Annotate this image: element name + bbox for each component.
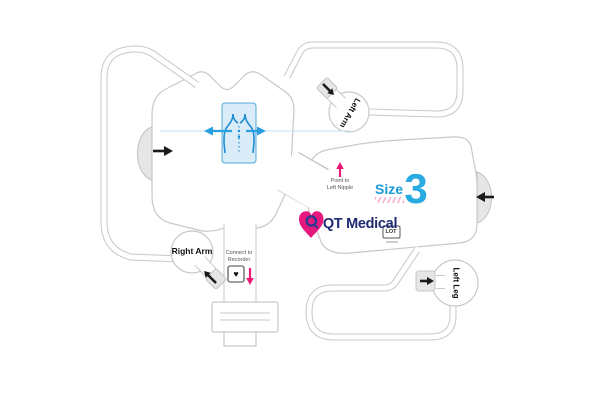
- bottom-right-cable-fill: [306, 246, 456, 340]
- recorder-arrow-down-icon: [246, 268, 254, 285]
- nipple-instruction-line2: Left Nipple: [326, 185, 354, 191]
- left-leg-label: Left Leg: [451, 267, 461, 299]
- nipple-instruction-line1: Point to: [330, 178, 350, 184]
- panel-neck-fill: [273, 150, 333, 210]
- recorder-instruction-line1: Connect to: [225, 250, 253, 256]
- recorder-instruction-line2: Recorder: [227, 257, 251, 263]
- size-value: 3: [404, 165, 428, 212]
- lot-symbol-box: [382, 225, 401, 239]
- left-body-tab: [136, 126, 153, 181]
- right-arm-stem-fill: [191, 252, 222, 284]
- heart-icon: ♥: [233, 268, 239, 279]
- top-right-cable-outline: [283, 41, 464, 118]
- recorder-connector-plug: [223, 331, 257, 347]
- brand-name: QT Medical: [322, 216, 398, 232]
- left-cable-fill: [101, 46, 201, 262]
- recorder-heart-box: [227, 265, 245, 283]
- lot-number-mark: [386, 241, 398, 243]
- placement-zone-rect: [221, 102, 257, 164]
- size-hatch-decoration: [375, 197, 404, 203]
- right-arm-pull-tab: [205, 268, 227, 290]
- right-tab-arrow-icon: [476, 192, 494, 202]
- left-leg-arrow-icon: [420, 277, 434, 285]
- size-label: Size: [374, 181, 404, 197]
- lot-symbol-text: LOT: [385, 229, 397, 235]
- top-right-cable-fill: [283, 42, 463, 117]
- nipple-arrow-up-icon: [336, 162, 344, 177]
- torso-icon: [223, 113, 255, 154]
- left-tab-arrow-icon: [153, 146, 173, 156]
- qt-medical-logo-icon: [299, 211, 324, 238]
- bottom-right-cable-outline: [305, 248, 457, 341]
- right-arm-label: Right Arm: [171, 246, 213, 256]
- double-headed-arrow-icon: [204, 126, 266, 136]
- right-arm-arrow-icon: [204, 271, 217, 284]
- recorder-connector-body: [211, 301, 279, 333]
- left-arm-arrow-icon: [322, 83, 334, 95]
